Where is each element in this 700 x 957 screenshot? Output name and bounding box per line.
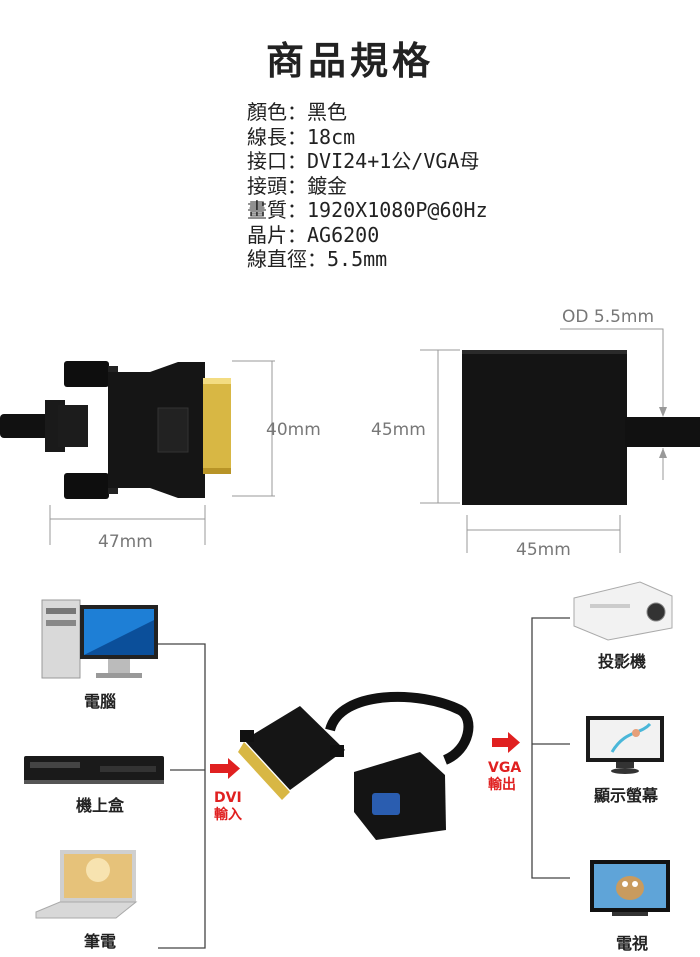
page-title: 商品規格 <box>265 39 434 83</box>
dvi-connector-image <box>0 361 231 499</box>
spec-connector: 接頭：鍍金 <box>247 173 347 198</box>
dvi-height-label: 40mm <box>266 420 321 440</box>
projector-icon <box>573 581 673 641</box>
computer-icon <box>41 599 158 679</box>
spec-diameter: 線直徑：5.5mm <box>247 247 388 271</box>
set-top-box-icon <box>24 756 164 784</box>
tv-label: 電視 <box>615 934 648 953</box>
spec-interface: 接口：DVI24+1公/VGA母 <box>247 149 480 173</box>
cable-od-label: OD 5.5mm <box>562 307 655 327</box>
spec-resolution: 畫質：1920X1080P@60Hz <box>247 198 488 222</box>
spec-chip: 晶片：AG6200 <box>247 222 380 247</box>
computer-label: 電腦 <box>83 692 116 711</box>
vga-height-label: 45mm <box>371 420 426 440</box>
vga-output-label: VGA 輸出 <box>488 760 521 794</box>
adapter-image <box>238 691 474 840</box>
projector-label: 投影機 <box>597 652 646 671</box>
vga-text: VGA <box>488 760 522 776</box>
monitor-label: 顯示螢幕 <box>593 786 658 805</box>
spec-length: 線長：18cm <box>247 124 356 149</box>
input-text: 輸入 <box>214 807 242 823</box>
dvi-text: DVI <box>214 790 242 806</box>
vga-connector-image <box>462 350 700 505</box>
output-text: 輸出 <box>488 777 516 793</box>
dvi-input-label: DVI 輸入 <box>214 790 242 824</box>
connection-lines <box>158 617 570 949</box>
monitor-icon <box>586 716 664 774</box>
dvi-width-label: 47mm <box>98 532 153 552</box>
laptop-label: 筆電 <box>83 932 116 951</box>
spec-list: 顏色：黑色 線長：18cm 接口：DVI24+1公/VGA母 接頭：鍍金 畫質：… <box>247 100 488 272</box>
spec-color: 顏色：黑色 <box>247 100 347 124</box>
set-top-box-label: 機上盒 <box>75 796 124 815</box>
vga-width-label: 45mm <box>516 540 571 560</box>
tv-icon <box>590 860 670 916</box>
red-arrow-icon <box>210 732 520 779</box>
laptop-icon <box>35 850 138 919</box>
